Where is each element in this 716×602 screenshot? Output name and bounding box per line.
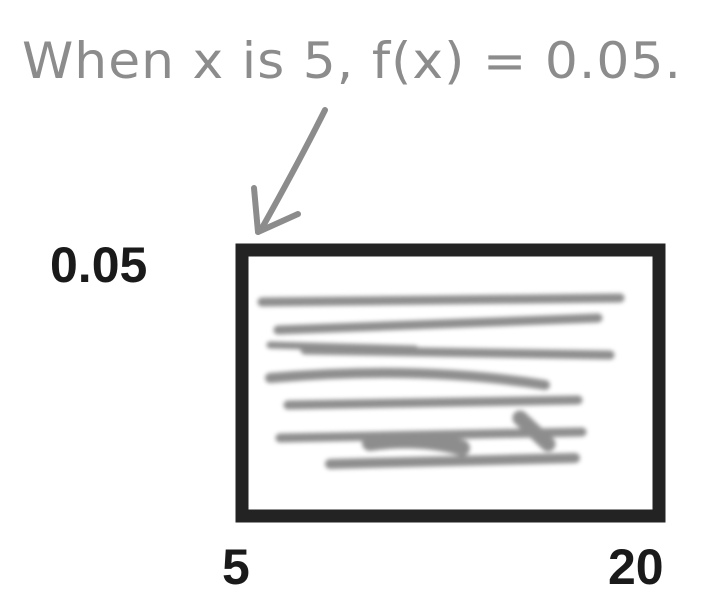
annotation-text: When x is 5, f(x) = 0.05. bbox=[22, 32, 682, 90]
scribble-area bbox=[257, 293, 625, 469]
annotation-arrow bbox=[251, 107, 328, 235]
x-end-label: 20 bbox=[608, 539, 664, 595]
x-start-label: 5 bbox=[222, 539, 250, 595]
probability-box bbox=[235, 243, 666, 523]
y-value-label: 0.05 bbox=[50, 237, 147, 293]
